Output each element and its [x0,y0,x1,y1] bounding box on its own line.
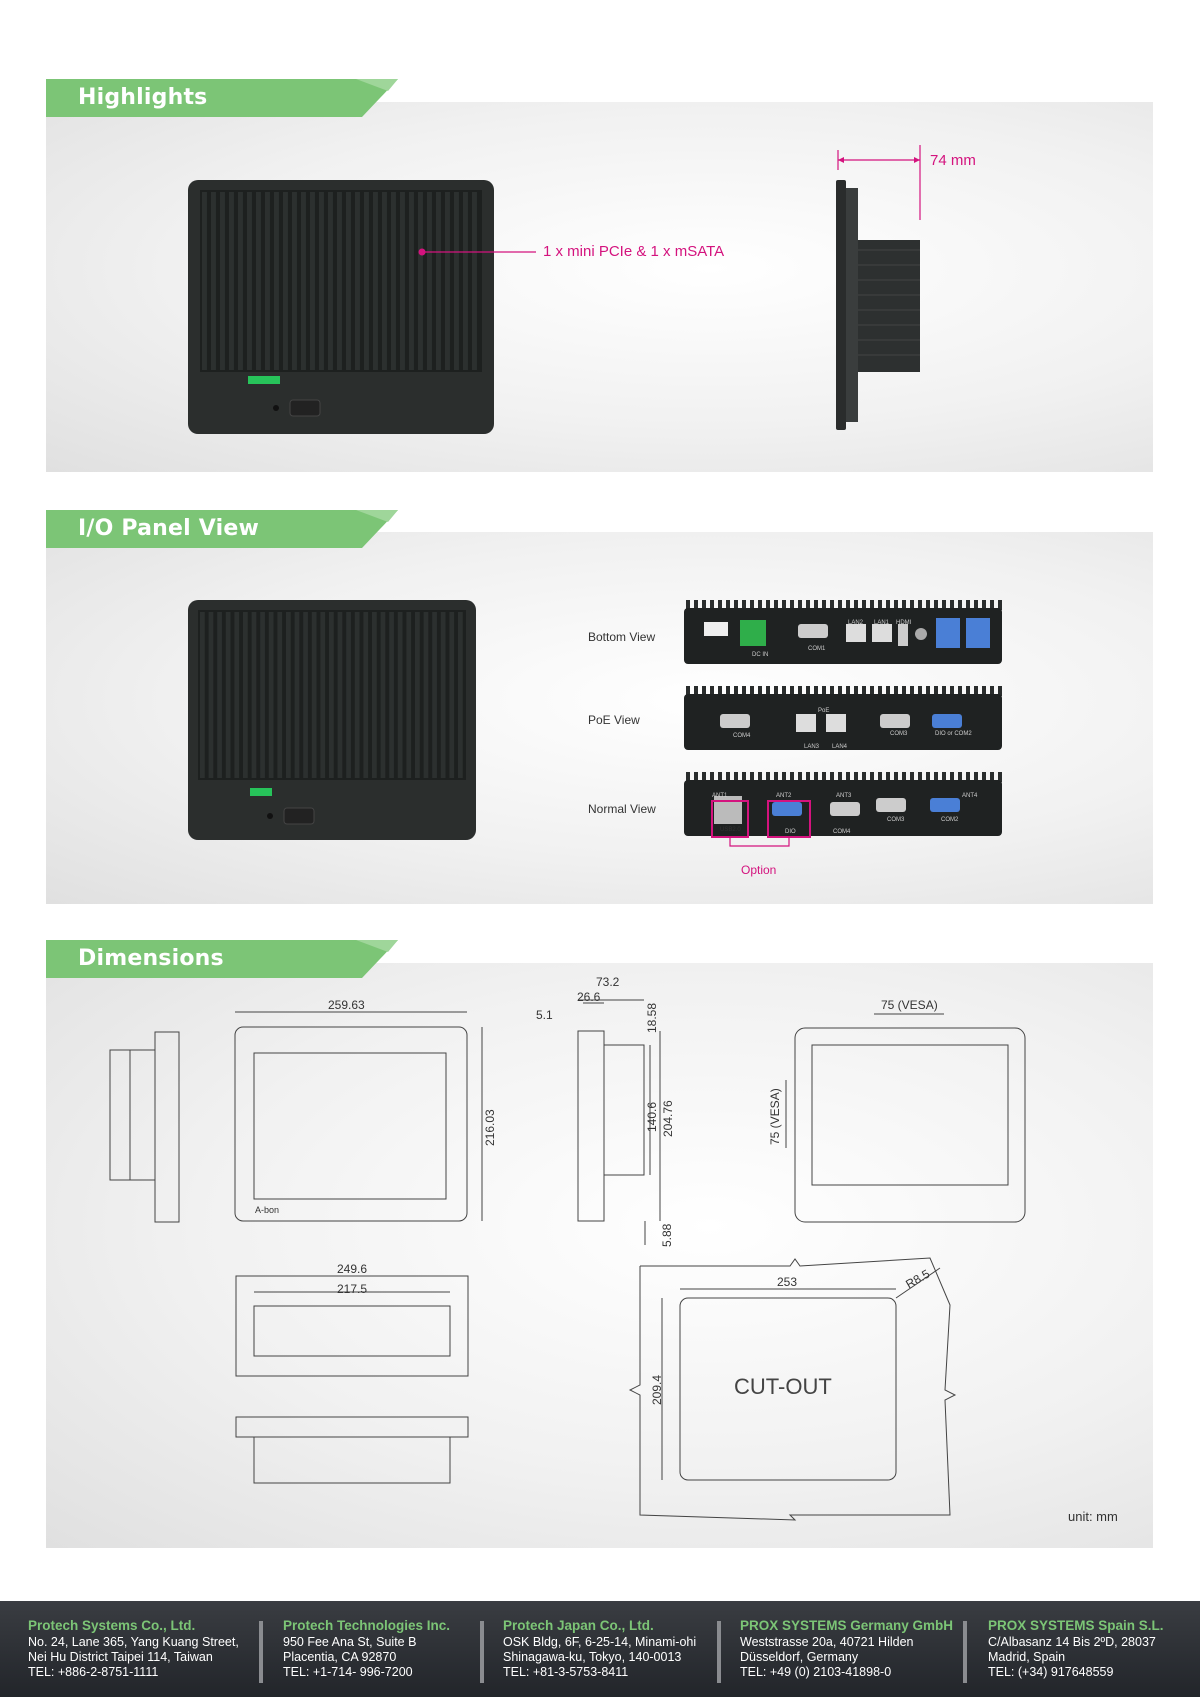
company-name: Protech Japan Co., Ltd. [503,1618,654,1633]
footer-divider [717,1621,721,1683]
footer-office-us: Protech Technologies Inc. 950 Fee Ana St… [283,1618,450,1680]
dim-side-18: 18.58 [645,1002,659,1033]
dim-depth-26: 26.6 [577,990,601,1004]
pcie-callout-line [418,248,536,256]
unit-label: unit: mm [1068,1509,1118,1524]
address-line: No. 24, Lane 365, Yang Kuang Street, [28,1635,239,1649]
dim-cutout-w: 253 [777,1275,798,1289]
dim-bottom-outer: 249.6 [337,1262,368,1276]
address-line: Nei Hu District Taipei 114, Taiwan [28,1650,213,1664]
footer-office-de: PROX SYSTEMS Germany GmbH Weststrasse 20… [740,1618,953,1680]
dim-bottom-inner: 217.5 [337,1282,368,1296]
option-highlight [711,800,811,847]
brand-mark: A-bon [255,1205,280,1215]
poe-view-image [684,686,1002,750]
port-dc: DC IN [752,652,769,658]
footer: Protech Systems Co., Ltd. No. 24, Lane 3… [0,1601,1200,1697]
poe-com2: DIO or COM2 [935,731,972,737]
view-label-poe: PoE View [588,713,640,727]
company-name: Protech Systems Co., Ltd. [28,1618,196,1633]
highlights-tab: Highlights [46,79,398,117]
footer-office-es: PROX SYSTEMS Spain S.L. C/Albasanz 14 Bi… [988,1618,1164,1680]
normal-com4: COM4 [833,829,851,835]
poe-lan3: LAN3 [804,744,820,750]
footer-office-tw: Protech Systems Co., Ltd. No. 24, Lane 3… [28,1618,239,1680]
address-line: Madrid, Spain [988,1650,1066,1664]
phone: TEL: +1-714- 996-7200 [283,1665,413,1679]
phone: TEL: +81-3-5753-8411 [503,1665,629,1679]
address-line: Shinagawa-ku, Tokyo, 140-0013 [503,1650,682,1664]
bottom-view-image [684,600,1002,664]
io-tab: I/O Panel View [46,510,398,548]
dimensions-panel [46,963,1153,1548]
address-line: Düsseldorf, Germany [740,1650,859,1664]
dim-vesa-v: 75 (VESA) [768,1088,782,1145]
normal-com3: COM3 [887,817,905,823]
option-label: Option [741,863,777,877]
normal-usb: USB2.0 [720,827,741,833]
phone: TEL: +49 (0) 2103-41898-0 [740,1665,892,1679]
phone: TEL: (+34) 917648559 [988,1665,1114,1679]
port-lan2: LAN2 [848,620,864,626]
normal-ant1: ANT1 [712,793,728,799]
view-label-bottom: Bottom View [588,630,656,644]
dim-depth-total: 73.2 [596,975,620,989]
section-title: Dimensions [78,946,224,971]
company-name: Protech Technologies Inc. [283,1618,451,1633]
dim-side-588: 5.88 [660,1223,674,1247]
footer-office-jp: Protech Japan Co., Ltd. OSK Bldg, 6F, 6-… [503,1618,696,1680]
poe-com4: COM4 [733,733,751,739]
address-line: 950 Fee Ana St, Suite B [283,1635,417,1649]
product-side-image [836,145,921,430]
address-line: Placentia, CA 92870 [283,1650,397,1664]
footer-divider [963,1621,967,1683]
dim-depth-5: 5.1 [536,1008,553,1022]
depth-label: 74 mm [930,152,976,169]
dim-side-204: 204.76 [661,1100,675,1137]
normal-com2: COM2 [941,817,959,823]
product-back-image-2 [188,600,476,840]
normal-dio: DIO [785,829,796,835]
footer-divider [480,1621,484,1683]
company-name: PROX SYSTEMS Germany GmbH [740,1618,954,1633]
normal-ant4: ANT4 [962,793,978,799]
port-com1: COM1 [808,646,826,652]
cutout-label: CUT-OUT [734,1374,832,1399]
address-line: C/Albasanz 14 Bis 2ºD, 28037 [988,1635,1156,1649]
phone: TEL: +886-2-8751-1111 [28,1665,159,1679]
poe-label: PoE [818,708,830,714]
port-hdmi: HDMI [896,620,912,626]
dim-front-width: 259.63 [328,998,365,1012]
port-lan1: LAN1 [874,620,890,626]
normal-ant3: ANT3 [836,793,852,799]
view-label-normal: Normal View [588,802,656,816]
address-line: OSK Bldg, 6F, 6-25-14, Minami-ohi [503,1635,697,1649]
dim-side-140: 140.6 [645,1101,659,1132]
product-back-image [188,180,494,434]
section-title: Highlights [78,85,208,110]
pcie-callout: 1 x mini PCIe & 1 x mSATA [543,243,725,260]
poe-lan4: LAN4 [832,744,848,750]
section-title: I/O Panel View [78,516,259,541]
dim-front-height: 216.03 [483,1109,497,1146]
poe-com3: COM3 [890,731,908,737]
footer-divider [259,1621,263,1683]
normal-ant2: ANT2 [776,793,792,799]
dim-cutout-h: 209.4 [650,1374,664,1405]
company-name: PROX SYSTEMS Spain S.L. [988,1618,1164,1633]
dim-vesa-h: 75 (VESA) [881,998,938,1012]
dimensions-tab: Dimensions [46,940,398,978]
address-line: Weststrasse 20a, 40721 Hilden [740,1635,914,1649]
